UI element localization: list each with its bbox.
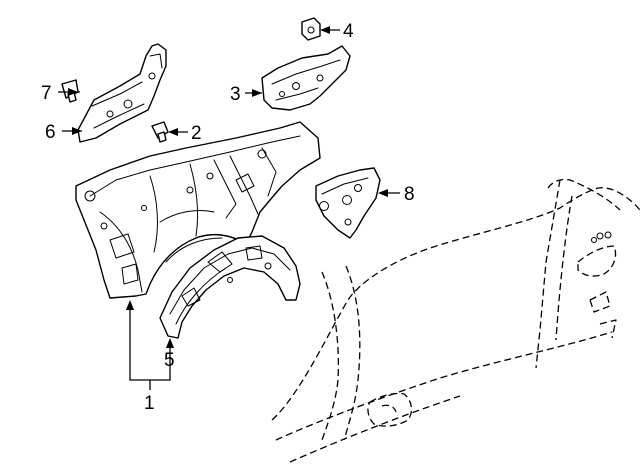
part-8-reinforcement xyxy=(315,167,381,239)
part-1-wheelhouse xyxy=(75,121,321,299)
callout-4: 4 xyxy=(343,21,354,42)
leader-lines xyxy=(58,26,400,390)
callout-7: 7 xyxy=(41,83,52,104)
callout-3: 3 xyxy=(230,84,241,105)
quarter-panel-outline xyxy=(271,178,640,463)
callout-2: 2 xyxy=(191,123,202,144)
callout-8: 8 xyxy=(404,184,415,205)
part-5-wheelhouse-liner xyxy=(159,235,301,339)
part-6-bracket xyxy=(77,43,167,143)
callout-labels: 1 2 3 4 5 6 7 8 xyxy=(41,21,415,414)
part-4-clip xyxy=(301,17,321,41)
callout-6: 6 xyxy=(45,122,56,143)
part-2-bolt xyxy=(151,121,169,143)
callout-5: 5 xyxy=(164,350,175,371)
quarter-panel-holes xyxy=(591,231,612,243)
part-3-upper-bracket xyxy=(261,45,351,111)
callout-1: 1 xyxy=(144,393,155,414)
